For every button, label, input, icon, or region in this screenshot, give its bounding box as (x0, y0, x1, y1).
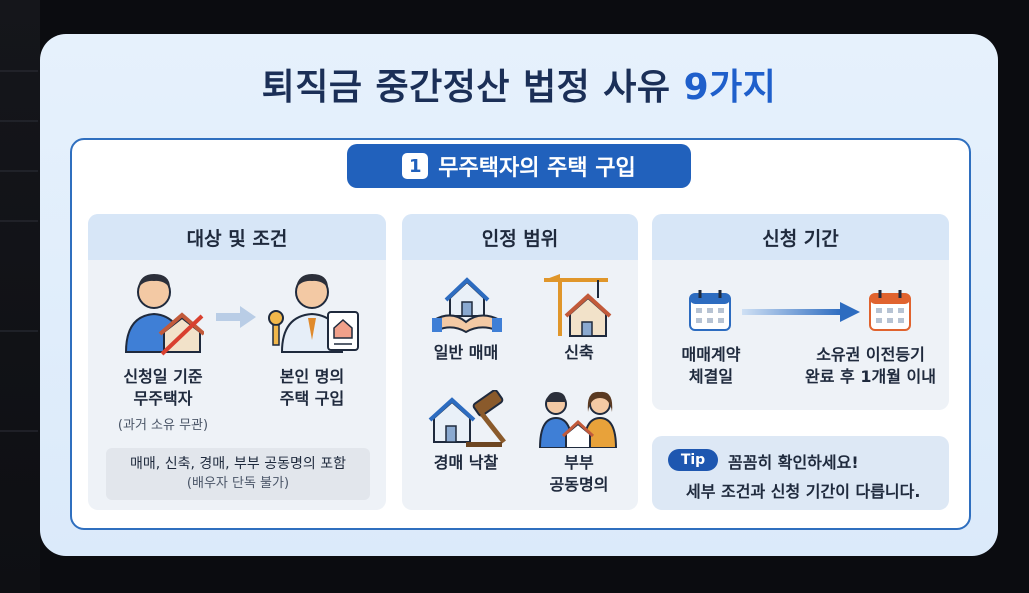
left-sub-label: (과거 소유 무관) (117, 418, 209, 433)
scope-item-joint-line2: 공동명의 (549, 475, 609, 494)
background-sidebar-line (0, 120, 38, 122)
scope-item-auction: 경매 낙찰 (433, 453, 499, 472)
background-sidebar-line (0, 70, 38, 72)
couple-house-icon (538, 391, 618, 448)
background-sidebar-line (0, 220, 38, 222)
panel-heading: 인정 범위 (402, 214, 638, 260)
panel-heading: 대상 및 조건 (88, 214, 386, 260)
background-sidebar-line (0, 430, 38, 432)
left-label-line1: 신청일 기준 (123, 367, 203, 386)
calendar-icon (869, 290, 911, 331)
infographic-card: 퇴직금 중간정산 법정 사유 9가지 1 무주택자의 주택 구입 대상 및 조건 (40, 34, 998, 556)
title-accent: 9가지 (683, 67, 777, 108)
panel-heading: 신청 기간 (652, 214, 949, 260)
gavel-house-icon (428, 390, 506, 447)
section-number: 1 (402, 153, 429, 179)
note-line2: (배우자 단독 불가) (186, 476, 290, 491)
calendar-icon (689, 290, 731, 331)
period-to-line2: 완료 후 1개월 이내 (805, 367, 936, 386)
arrow-right-icon (216, 306, 256, 328)
timeline-arrow-icon (742, 302, 860, 322)
panel-target-conditions: 대상 및 조건 신청일 기준 무주택자 (과거 소유 무 (88, 214, 386, 510)
title-main: 퇴직금 중간정산 법정 사유 (261, 67, 671, 108)
handshake-house-icon (432, 277, 502, 334)
panel-period: 신청 기간 매매계약 체결일 소유권 이전등기 완료 후 1개월 이내 (652, 214, 949, 410)
period-from-line2: 체결일 (688, 367, 734, 386)
right-label-line1: 본인 명의 (279, 367, 345, 386)
period-from-line1: 매매계약 (681, 345, 741, 364)
background-sidebar-line (0, 330, 38, 332)
person-key-contract-icon (268, 274, 359, 353)
scope-item-joint-line1: 부부 (564, 453, 594, 472)
scope-item-new-build: 신축 (564, 343, 594, 362)
section-header: 1 무주택자의 주택 구입 (347, 144, 691, 188)
tip-badge: Tip (668, 449, 718, 471)
period-to-line1: 소유권 이전등기 (816, 345, 925, 364)
scope-item-general-sale: 일반 매매 (433, 343, 499, 362)
panel-scope: 인정 범위 일반 매매 신축 경매 낙찰 (402, 214, 638, 510)
left-label-line2: 무주택자 (133, 389, 193, 408)
background-sidebar-line (0, 170, 38, 172)
section-label: 무주택자의 주택 구입 (438, 156, 636, 181)
condition-note: 매매, 신축, 경매, 부부 공동명의 포함 (배우자 단독 불가) (106, 448, 370, 500)
crane-house-icon (544, 274, 612, 337)
tip-line1: 꼼꼼히 확인하세요! (728, 453, 859, 472)
note-line1: 매매, 신축, 경매, 부부 공동명의 포함 (130, 456, 346, 472)
page-title: 퇴직금 중간정산 법정 사유 9가지 (40, 58, 998, 110)
person-no-house-icon (124, 274, 204, 356)
right-label-line2: 주택 구입 (279, 389, 345, 408)
tip-box: Tip 꼼꼼히 확인하세요! 세부 조건과 신청 기간이 다릅니다. (652, 436, 949, 510)
background-sidebar (0, 0, 40, 593)
tip-line2: 세부 조건과 신청 기간이 다릅니다. (686, 482, 921, 501)
